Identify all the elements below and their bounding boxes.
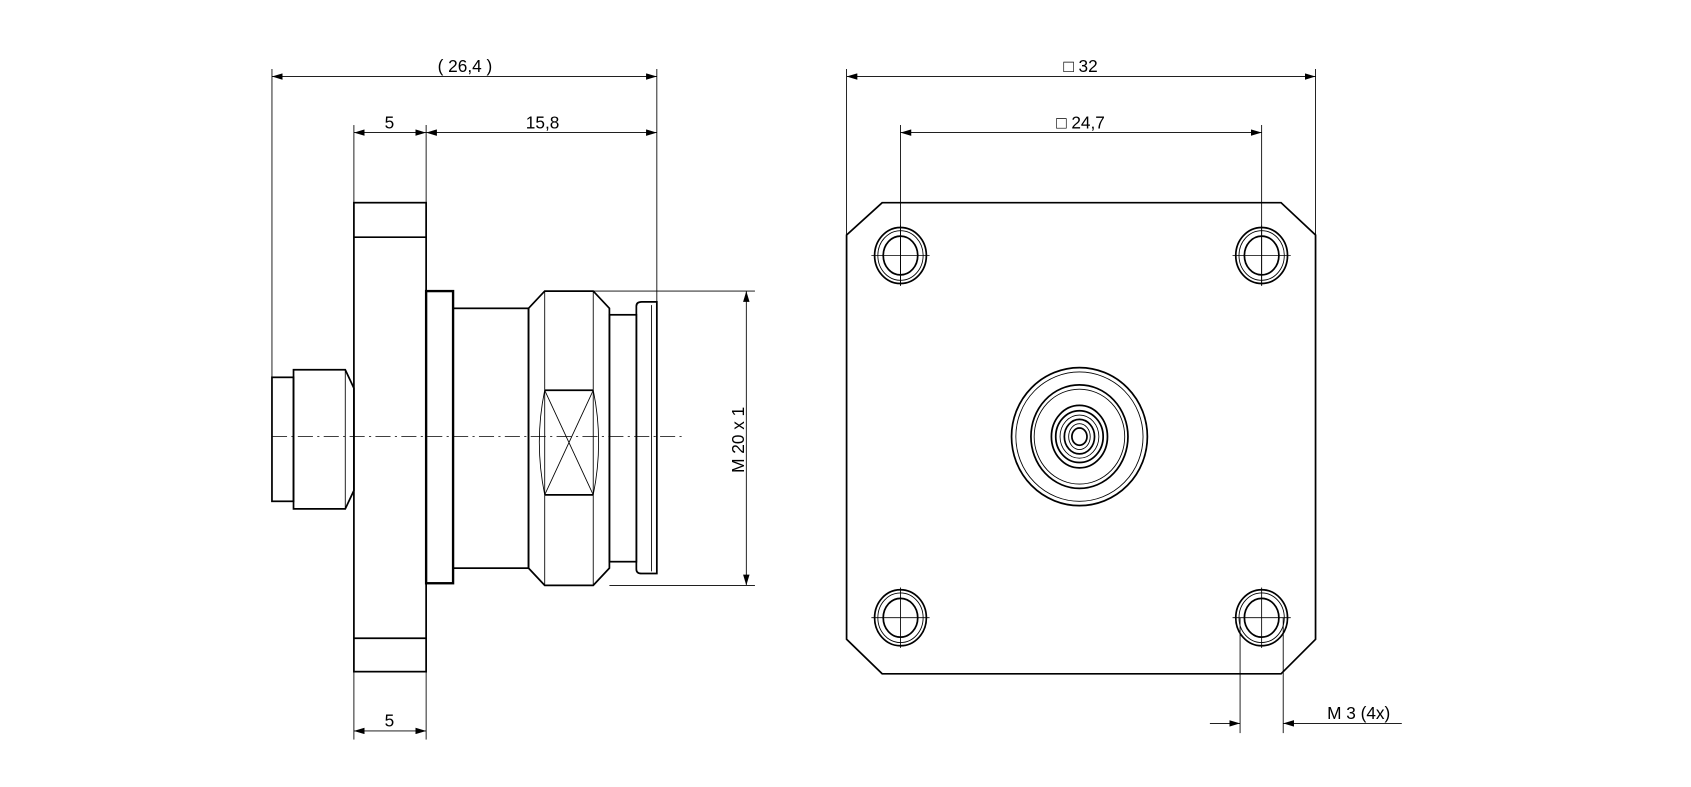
dimension-flange-square: □ 32 (846, 56, 1316, 238)
dimension-mounting-thread: M 3 (4x) (1209, 617, 1402, 734)
mounting-thread-label: M 3 (4x) (1327, 703, 1390, 723)
dimension-hole-spacing: □ 24,7 (900, 112, 1263, 286)
side-view: ( 26,4 ) 5 15,8 (271, 56, 755, 740)
mounting-holes (871, 225, 1291, 648)
dimension-flange-top: 5 15,8 (353, 112, 657, 292)
mounting-hole (871, 587, 930, 648)
mounting-hole (1232, 225, 1291, 286)
flange-square-label: □ 32 (1063, 56, 1097, 76)
mounting-hole (871, 225, 930, 286)
body-length-label: 15,8 (526, 112, 560, 132)
plug-back (271, 368, 355, 510)
dimension-thread: M 20 x 1 (593, 290, 755, 586)
flange-thickness-bottom-label: 5 (385, 711, 395, 731)
thread-label: M 20 x 1 (728, 407, 748, 473)
dimension-flange-bottom: 5 (353, 671, 427, 740)
mounting-hole (1232, 587, 1291, 648)
dimension-overall-length: ( 26,4 ) (271, 56, 658, 378)
overall-length-label: ( 26,4 ) (438, 56, 493, 76)
center-connector (1010, 366, 1149, 507)
flange-side (353, 201, 427, 673)
flange-thickness-label: 5 (385, 112, 395, 132)
flange-plate (845, 201, 1317, 675)
hole-spacing-label: □ 24,7 (1056, 112, 1105, 132)
front-view: □ 32 □ 24,7 (845, 56, 1402, 734)
connector-body (424, 289, 658, 587)
